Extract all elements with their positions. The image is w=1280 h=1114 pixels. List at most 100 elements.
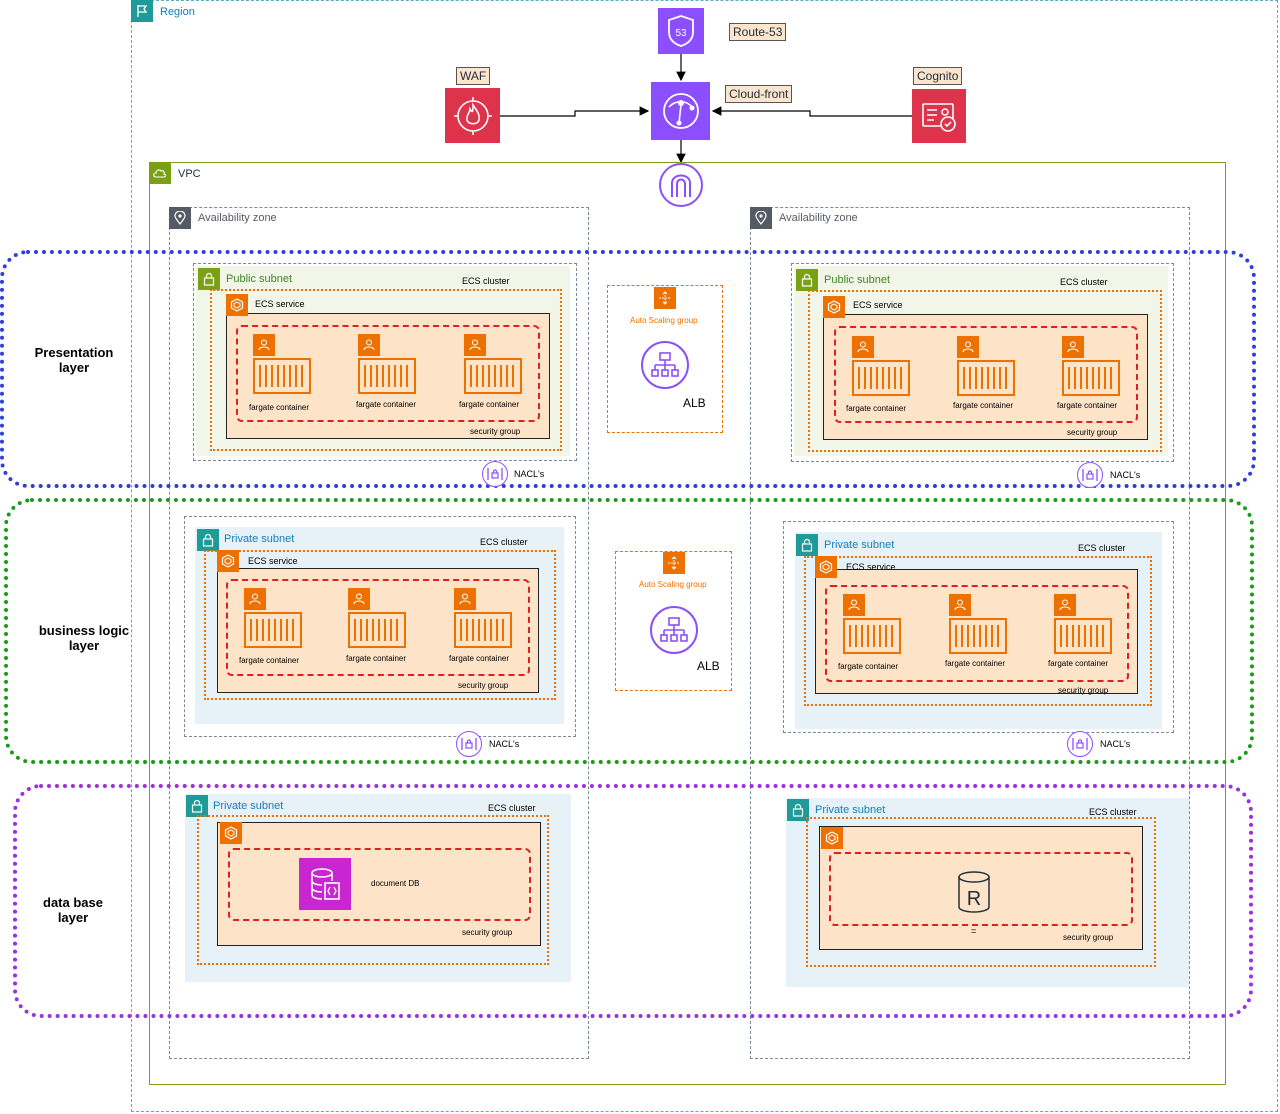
ecs-service-label: ECS service xyxy=(248,556,298,566)
nacl-icon[interactable] xyxy=(1077,462,1103,488)
fargate-container-label: fargate container xyxy=(356,400,417,409)
private-subnet-right-lock-icon xyxy=(796,534,818,556)
security-group-box xyxy=(236,325,540,422)
cloudfront-label: Cloud-front xyxy=(725,85,793,103)
cloudfront-icon[interactable] xyxy=(651,82,710,140)
presentation-layer-outline xyxy=(0,250,1256,488)
private-subnet-db-right-label: Private subnet xyxy=(815,804,886,816)
ecs-cluster-label: ECS cluster xyxy=(462,276,510,286)
public-subnet-left-lock-icon xyxy=(198,268,220,290)
private-subnet-left-label: Private subnet xyxy=(224,533,295,545)
fargate-container[interactable] xyxy=(949,594,1007,656)
fargate-container[interactable] xyxy=(253,334,311,396)
ecs-service-label: ECS service xyxy=(255,299,305,309)
cognito-to-cloudfront-arrow xyxy=(711,106,912,117)
waf-icon[interactable] xyxy=(445,88,500,143)
container-icon xyxy=(454,612,512,648)
vpc-label: VPC xyxy=(178,168,201,180)
security-group-label: security group xyxy=(1058,686,1109,695)
fargate-container[interactable] xyxy=(1054,594,1112,656)
auto-scaling-group-label: Auto Scaling group xyxy=(639,580,707,589)
fargate-container[interactable] xyxy=(244,588,302,650)
security-group-label: security group xyxy=(458,681,509,690)
private-subnet-db-right-lock-icon xyxy=(787,799,809,821)
database-layer-outline xyxy=(13,784,1253,1018)
redis-caption: = xyxy=(971,926,977,936)
fargate-badge-icon xyxy=(454,588,476,610)
document-db-label: document DB xyxy=(371,879,420,888)
alb-label: ALB xyxy=(697,659,720,673)
ecs-service-icon xyxy=(815,556,837,578)
private-subnet-db-left-lock-icon xyxy=(186,795,208,817)
az-left-label: Availability zone xyxy=(198,212,277,224)
security-group-label: security group xyxy=(1063,933,1114,942)
alb-icon[interactable] xyxy=(650,606,698,654)
availability-zone-right xyxy=(750,207,1190,1059)
ecs-cluster-box xyxy=(210,289,562,451)
fargate-container[interactable] xyxy=(957,336,1015,398)
ecs-service-icon xyxy=(217,550,239,572)
fargate-badge-icon xyxy=(843,594,865,616)
cognito-icon[interactable] xyxy=(912,89,966,143)
public-subnet-right-lock-icon xyxy=(796,269,818,291)
fargate-container[interactable] xyxy=(348,588,406,650)
ecs-cluster-box xyxy=(197,815,549,965)
container-icon xyxy=(949,618,1007,654)
region-boundary xyxy=(131,0,1278,1112)
nacl-icon[interactable] xyxy=(456,731,482,757)
fargate-badge-icon xyxy=(1062,336,1084,358)
fargate-container-label: fargate container xyxy=(449,654,510,663)
public-subnet-left-label: Public subnet xyxy=(226,273,293,285)
route53-icon[interactable]: 53 xyxy=(658,8,704,54)
ecs-service-label: ECS service xyxy=(846,562,896,572)
ecs-cluster-box xyxy=(804,556,1152,706)
fargate-badge-icon xyxy=(1054,594,1076,616)
security-group-label: security group xyxy=(462,928,513,937)
az-left-pin-icon xyxy=(169,207,191,229)
ecs-cluster-label: ECS cluster xyxy=(480,537,528,547)
business-right-az-box xyxy=(783,521,1174,733)
route53-label: Route-53 xyxy=(729,23,787,41)
ecs-service-label: ECS service xyxy=(853,300,903,310)
ecs-cluster-label: ECS cluster xyxy=(488,803,536,813)
redis-letter: R xyxy=(967,888,981,910)
auto-scaling-group-label: Auto Scaling group xyxy=(630,316,698,325)
vpc-cloud-icon xyxy=(149,162,171,184)
container-icon xyxy=(358,358,416,394)
document-db-icon[interactable] xyxy=(299,858,351,910)
ecs-service-box xyxy=(819,826,1143,950)
container-icon xyxy=(852,360,910,396)
security-group-label: security group xyxy=(470,427,521,436)
az-right-pin-icon xyxy=(750,207,772,229)
fargate-container-label: fargate container xyxy=(953,401,1014,410)
ecs-cluster-label: ECS cluster xyxy=(1089,807,1137,817)
fargate-container[interactable] xyxy=(843,594,901,656)
fargate-container[interactable] xyxy=(464,334,522,396)
ecs-cluster-label: ECS cluster xyxy=(1078,543,1126,553)
presentation-left-az-box xyxy=(193,263,577,461)
private-subnet-right-label: Private subnet xyxy=(824,539,895,551)
fargate-badge-icon xyxy=(348,588,370,610)
redis-database-icon[interactable]: R xyxy=(956,870,992,914)
fargate-container[interactable] xyxy=(852,336,910,398)
fargate-container-label: fargate container xyxy=(945,659,1006,668)
alb-icon[interactable] xyxy=(641,341,689,389)
fargate-badge-icon xyxy=(358,334,380,356)
fargate-container[interactable] xyxy=(454,588,512,650)
fargate-container[interactable] xyxy=(1062,336,1120,398)
security-group-label: security group xyxy=(1067,428,1118,437)
ecs-service-box xyxy=(217,822,541,946)
fargate-container[interactable] xyxy=(358,334,416,396)
business-layer-outline xyxy=(4,498,1254,764)
region-flag-icon xyxy=(131,0,153,22)
container-icon xyxy=(843,618,901,654)
business-left-az-box xyxy=(184,516,576,737)
container-icon xyxy=(253,358,311,394)
private-subnet-left-lock-icon xyxy=(197,529,219,551)
nacl-icon[interactable] xyxy=(1067,731,1093,757)
fargate-badge-icon xyxy=(464,334,486,356)
fargate-container-label: fargate container xyxy=(846,404,907,413)
nacl-icon[interactable] xyxy=(482,461,508,487)
public-subnet-right-label: Public subnet xyxy=(824,274,891,286)
internet-gateway-icon[interactable] xyxy=(659,163,703,207)
